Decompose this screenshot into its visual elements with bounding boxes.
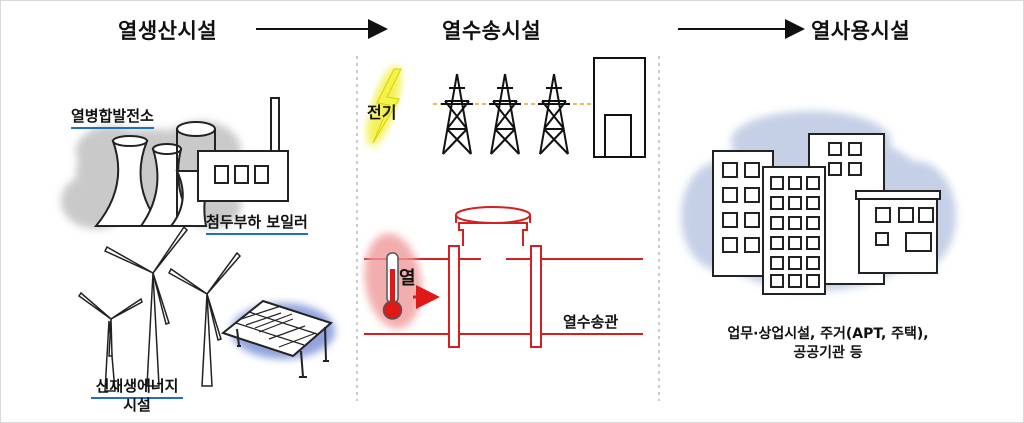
label-electricity: 전기 — [367, 103, 397, 122]
label-renewable-line1: 신재생에너지 — [91, 375, 183, 399]
usage-caption-line2: 공공기관 등 — [793, 345, 863, 361]
buildings — [712, 133, 941, 295]
substation-building — [593, 57, 646, 158]
header-transport: 열수송시설 — [442, 19, 542, 43]
thermometer-icon — [364, 233, 422, 329]
transmission-towers — [441, 73, 570, 155]
lightning-bolt-icon — [372, 68, 402, 144]
label-renewable-line2: 시설 — [123, 396, 151, 414]
header-generation: 열생산시설 — [118, 19, 218, 43]
usage-caption-line1: 업무·상업시설, 주거(APT, 주택), — [727, 326, 929, 342]
solar-panel — [220, 299, 335, 378]
label-chp-plant: 열병합발전소 — [71, 105, 154, 129]
label-heat: 열 — [399, 268, 416, 289]
label-peak-boiler: 첨두부하 보일러 — [206, 211, 308, 235]
label-heat-pipe: 열수송관 — [563, 313, 619, 331]
header-usage: 열사용시설 — [811, 19, 911, 43]
wind-turbines — [77, 225, 242, 392]
factory-building — [197, 97, 289, 202]
